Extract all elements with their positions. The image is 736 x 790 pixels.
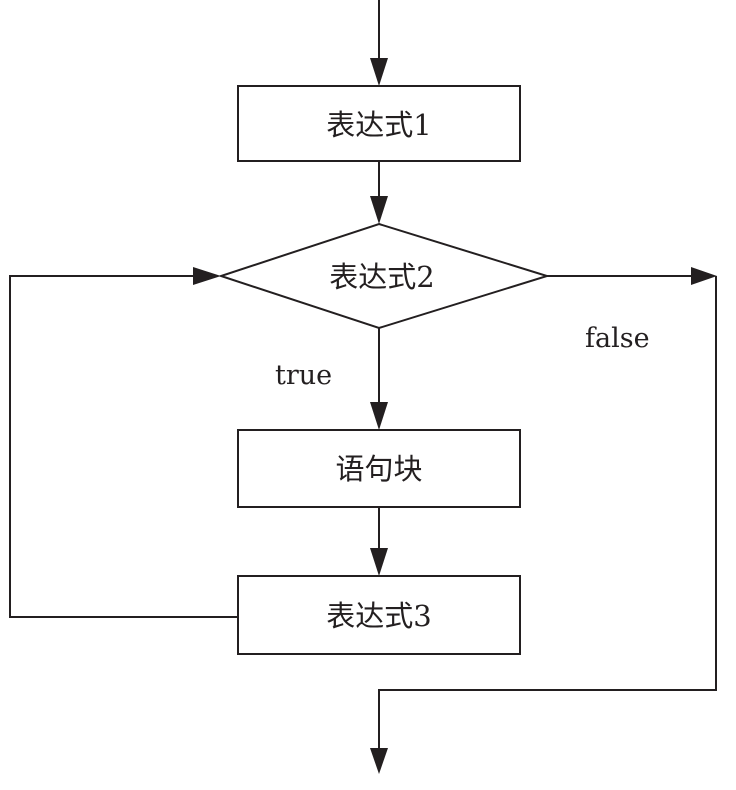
true-branch-arrow <box>370 328 388 430</box>
true-branch-arrowhead <box>370 402 388 430</box>
exit-arrowhead <box>370 748 388 774</box>
expr3-box <box>237 575 521 655</box>
false-branch-arrow <box>370 267 717 774</box>
expr3-node: 表达式3 <box>237 575 521 655</box>
false-label: false <box>585 323 650 354</box>
block-label: 语句块 <box>335 452 422 486</box>
expr2-node: 表达式2 <box>217 222 551 330</box>
true-label: true <box>275 360 332 391</box>
block-to-expr3-arrowhead <box>370 548 388 576</box>
block-to-expr3-arrow <box>370 507 388 576</box>
expr2-label: 表达式2 <box>329 260 434 294</box>
entry-arrowhead <box>370 58 388 86</box>
expr1-node: 表达式1 <box>237 85 521 162</box>
block-node: 语句块 <box>237 429 521 508</box>
expr1-label: 表达式1 <box>326 108 431 142</box>
expr3-label: 表达式3 <box>326 599 431 633</box>
entry-arrow <box>370 0 388 86</box>
loop-back-arrow <box>9 267 238 618</box>
expr1-to-expr2-arrow <box>370 161 388 224</box>
loop-back-arrowhead <box>193 267 221 285</box>
false-branch-arrowhead <box>691 267 717 285</box>
expr1-to-expr2-arrowhead <box>370 196 388 224</box>
